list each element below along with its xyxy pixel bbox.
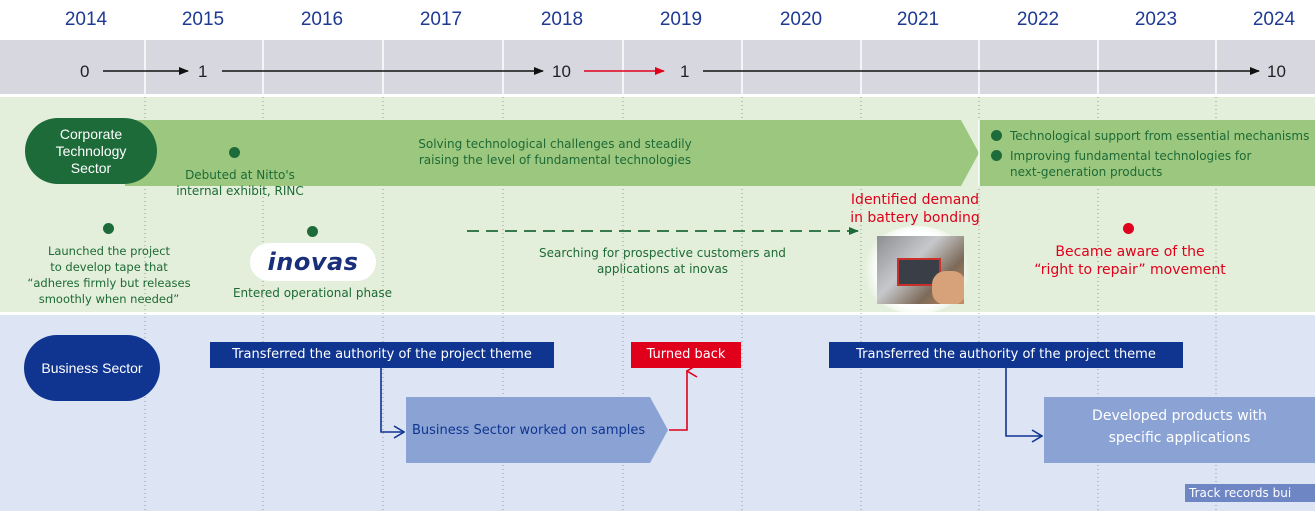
year-label: 2014: [64, 9, 108, 30]
transfer-connector-1: [380, 368, 404, 432]
year-label: 2016: [300, 9, 344, 30]
year-axis: 2014 2015 2016 2017 2018 2019 2020 2021 …: [0, 0, 1315, 40]
milestone-dot: [103, 223, 114, 234]
business-sector-label: Business Sector: [24, 335, 160, 401]
count-value: 0: [80, 62, 90, 81]
searching-text: Searching for prospective customers and …: [490, 245, 835, 277]
debuted-line: Debuted at Nitto's: [185, 168, 295, 182]
year-label: 2022: [1016, 9, 1060, 30]
aware-line: Became aware of the: [1055, 244, 1205, 260]
year-label: 2020: [779, 9, 823, 30]
launched-line: “adheres firmly but releases: [27, 276, 191, 290]
corporate-progress-arrow: [125, 120, 979, 186]
hand-shape: [932, 271, 964, 304]
milestone-dot-red: [1123, 223, 1134, 234]
developed-line: specific applications: [1108, 430, 1251, 446]
corporate-label-line: Sector: [70, 159, 112, 176]
count-value: 1: [680, 62, 690, 81]
battery-repair-photo: [877, 236, 964, 304]
year-label: 2017: [419, 9, 463, 30]
searching-line: applications at inovas: [596, 262, 729, 276]
samples-chevron: [406, 397, 668, 463]
year-label: 2021: [896, 9, 940, 30]
transfer-box-1: Transferred the authority of the project…: [210, 342, 554, 368]
transfer-box-2: Transferred the authority of the project…: [829, 342, 1183, 368]
corporate-future-band: [979, 120, 1315, 186]
corporate-arrow-text: Solving technological challenges and ste…: [385, 136, 725, 168]
year-label: 2024: [1252, 9, 1296, 30]
launched-line: to develop tape that: [50, 260, 168, 274]
corporate-label-line: Corporate: [59, 125, 123, 142]
turned-back-connector: [669, 371, 687, 431]
debuted-line: internal exhibit, RINC: [176, 184, 304, 198]
debuted-text: Debuted at Nitto's internal exhibit, RIN…: [150, 167, 330, 199]
year-label: 2023: [1134, 9, 1178, 30]
developed-line: Developed products with: [1092, 408, 1267, 424]
identified-line: Identified demand: [850, 192, 980, 208]
identified-text: Identified demand in battery bonding: [830, 191, 1000, 227]
year-separators: [144, 40, 1217, 94]
year-label: 2019: [659, 9, 703, 30]
aware-line: “right to repair” movement: [1034, 262, 1226, 278]
aware-text: Became aware of the “right to repair” mo…: [1020, 243, 1240, 279]
inovas-logo: inovas: [250, 243, 376, 281]
year-label: 2018: [540, 9, 584, 30]
entered-text: Entered operational phase: [232, 286, 393, 300]
turned-back-box: Turned back: [631, 342, 741, 368]
year-label: 2015: [181, 9, 225, 30]
milestone-dot: [307, 226, 318, 237]
launched-text: Launched the project to develop tape tha…: [10, 243, 208, 307]
searching-line: Searching for prospective customers and: [539, 246, 786, 260]
bullet-dot: [991, 150, 1002, 161]
transfer-connector-2: [1005, 368, 1042, 436]
count-value: 10: [1267, 62, 1286, 81]
developed-text: Developed products with specific applica…: [1044, 405, 1315, 449]
milestone-dot: [229, 147, 240, 158]
bullet-line: Improving fundamental technologies for: [1010, 149, 1252, 163]
bullet-support: Technological support from essential mec…: [1010, 129, 1310, 143]
bullet-dot: [991, 130, 1002, 141]
corporate-label-line: Technology: [55, 142, 127, 159]
track-records-label: Track records bui: [1185, 484, 1315, 502]
launched-line: Launched the project: [47, 244, 171, 258]
bullet-improving: Improving fundamental technologies for n…: [1010, 148, 1310, 180]
bullet-line: next-generation products: [1010, 165, 1163, 179]
count-value: 1: [198, 62, 208, 81]
launched-line: smoothly when needed”: [38, 292, 180, 306]
arrow-text-line: Solving technological challenges and ste…: [418, 137, 692, 151]
count-value: 10: [552, 62, 571, 81]
developed-products-box: [1044, 397, 1315, 463]
arrow-text-line: raising the level of fundamental technol…: [418, 153, 692, 167]
corporate-sector-label: Corporate Technology Sector: [25, 118, 157, 184]
identified-line: in battery bonding: [850, 210, 980, 226]
samples-text: Business Sector worked on samples: [412, 423, 646, 438]
